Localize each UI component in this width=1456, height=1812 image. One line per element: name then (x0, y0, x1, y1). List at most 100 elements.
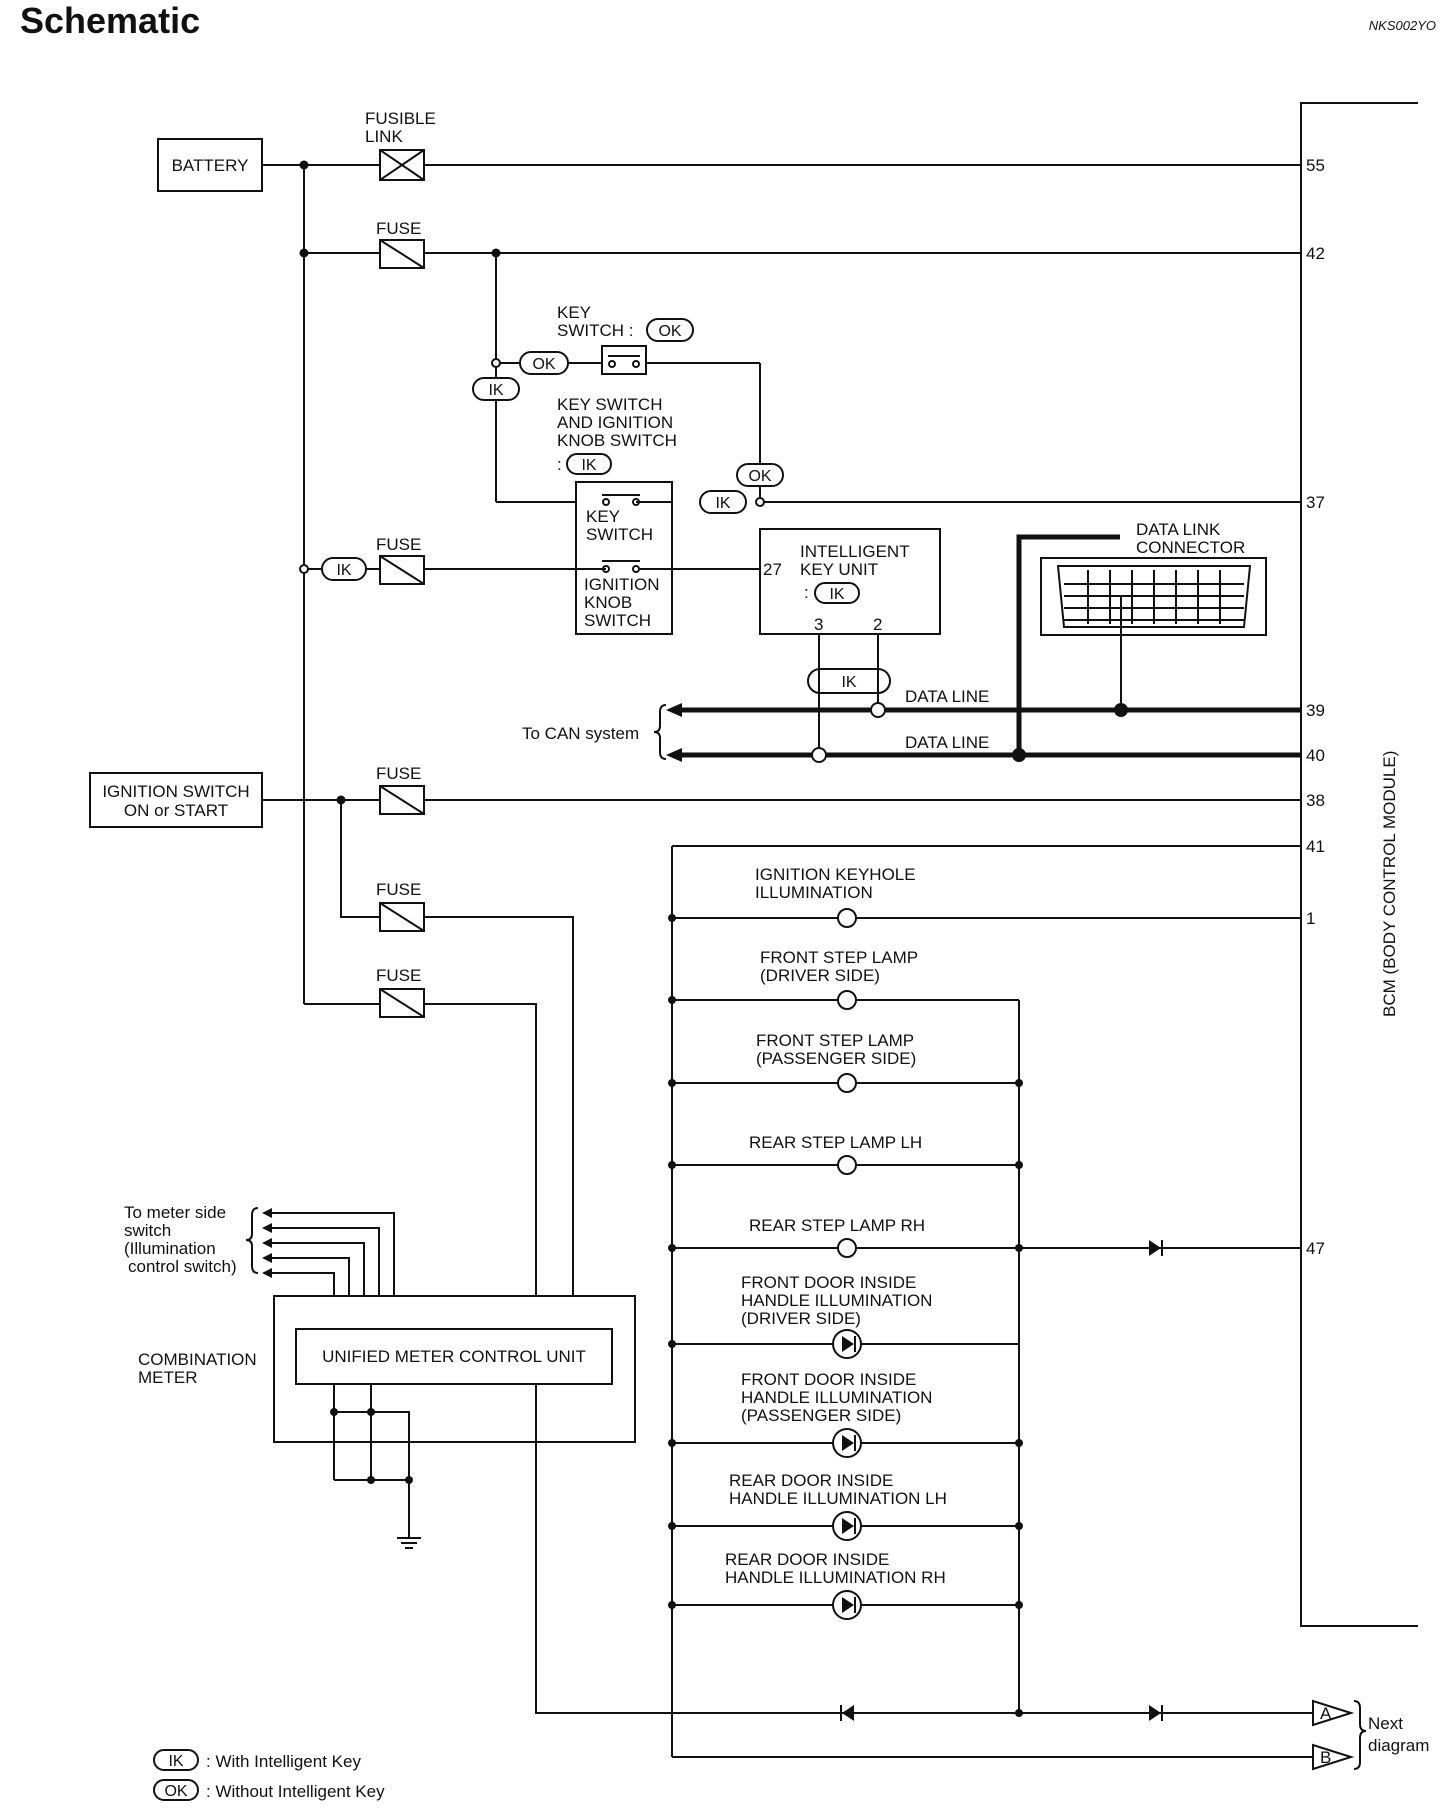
pin-3: 3 (814, 615, 823, 634)
svg-text:KEY: KEY (586, 507, 620, 526)
svg-text:SWITCH: SWITCH (586, 525, 653, 544)
pin-27: 27 (763, 560, 782, 579)
svg-text:OK: OK (164, 1783, 187, 1800)
bulb-icon (837, 1155, 857, 1175)
bulb-icon (837, 1073, 857, 1093)
svg-text:ON or START: ON or START (124, 801, 228, 820)
svg-text:IGNITION SWITCH: IGNITION SWITCH (102, 782, 249, 801)
svg-text:FUSE: FUSE (376, 535, 421, 554)
svg-text:SWITCH :: SWITCH : (557, 321, 634, 340)
bulb-icon (837, 990, 857, 1010)
svg-text:control switch): control switch) (128, 1257, 237, 1276)
svg-text:IGNITION KEYHOLE: IGNITION KEYHOLE (755, 865, 916, 884)
ik-tag (699, 490, 747, 514)
pin-38: 38 (1306, 791, 1325, 810)
svg-text:SWITCH: SWITCH (584, 611, 651, 630)
key-ignition-knob-switch (575, 481, 673, 635)
svg-text:REAR STEP LAMP LH: REAR STEP LAMP LH (749, 1133, 922, 1152)
bulb-icon (837, 908, 857, 928)
svg-text:KEY: KEY (557, 303, 591, 322)
svg-text:HANDLE ILLUMINATION: HANDLE ILLUMINATION (741, 1291, 932, 1310)
svg-text:OK: OK (658, 323, 681, 340)
svg-text:IK: IK (336, 562, 351, 579)
bcm-bracket: BCM (BODY CONTROL MODULE) (1300, 102, 1418, 1627)
pin-39: 39 (1306, 701, 1325, 720)
svg-text:HANDLE ILLUMINATION RH: HANDLE ILLUMINATION RH (725, 1568, 946, 1587)
svg-text:DATA LINK: DATA LINK (1136, 520, 1221, 539)
svg-text:FRONT DOOR INSIDE: FRONT DOOR INSIDE (741, 1370, 916, 1389)
data-line-label: DATA LINE (905, 733, 989, 752)
fuse-label: FUSE (376, 219, 421, 238)
data-line-circuit: DATA LINK CONNECTOR DATA LINE 39 (522, 520, 1325, 765)
svg-text:KNOB SWITCH: KNOB SWITCH (557, 431, 677, 450)
pin-37: 37 (1306, 493, 1325, 512)
legend: IK : With Intelligent Key OK : Without I… (153, 1749, 385, 1801)
diagram-code: NKS002YO (1368, 18, 1436, 33)
svg-text:KEY SWITCH: KEY SWITCH (557, 395, 662, 414)
svg-text:IK: IK (715, 495, 730, 512)
next-diagram-label: Next (1368, 1714, 1403, 1733)
svg-text:switch: switch (124, 1221, 171, 1240)
battery-label: BATTERY (172, 156, 249, 175)
svg-text:(Illumination: (Illumination (124, 1239, 216, 1258)
unified-meter-control-unit (295, 1328, 613, 1385)
svg-text:OK: OK (532, 356, 555, 373)
diode-icon (1149, 1240, 1161, 1256)
svg-text:IK: IK (581, 457, 596, 474)
svg-text:INTELLIGENT: INTELLIGENT (800, 542, 910, 561)
svg-text:To meter side: To meter side (124, 1203, 226, 1222)
svg-text:IK: IK (488, 382, 503, 399)
ik-tag (814, 582, 860, 604)
pin-47: 47 (1306, 1239, 1325, 1258)
ignition-switch-box (89, 772, 263, 828)
svg-text:(DRIVER SIDE): (DRIVER SIDE) (741, 1309, 861, 1328)
svg-text:REAR DOOR INSIDE: REAR DOOR INSIDE (725, 1550, 889, 1569)
svg-text:REAR STEP LAMP RH: REAR STEP LAMP RH (749, 1216, 925, 1235)
ignition-switch-circuit: IGNITION SWITCH ON or START FUSE 38 FUSE… (89, 764, 1325, 1714)
svg-text:REAR DOOR INSIDE: REAR DOOR INSIDE (729, 1471, 893, 1490)
svg-text:IGNITION: IGNITION (584, 575, 660, 594)
pin-40: 40 (1306, 746, 1325, 765)
svg-text:KNOB: KNOB (584, 593, 632, 612)
ik-tag (807, 668, 891, 694)
legend-ik-text: : With Intelligent Key (206, 1752, 361, 1771)
key-switch-circuit: OK OK 37 IK KEY SWITCH : OK KEY SWITCH A… (472, 253, 1325, 635)
connector-a (1312, 1699, 1355, 1727)
key-switch-ok (601, 345, 647, 375)
svg-text:CONNECTOR: CONNECTOR (1136, 538, 1245, 557)
ik-tag (472, 377, 520, 401)
svg-text:METER: METER (138, 1368, 198, 1387)
svg-text:FRONT STEP LAMP: FRONT STEP LAMP (760, 948, 918, 967)
svg-text:(DRIVER SIDE): (DRIVER SIDE) (760, 966, 880, 985)
svg-text::: : (557, 455, 562, 474)
svg-text:KEY UNIT: KEY UNIT (800, 560, 878, 579)
pin-55: 55 (1306, 156, 1325, 175)
svg-text::: : (804, 583, 809, 602)
combination-meter: To meter side switch (Illumination contr… (124, 1203, 636, 1713)
pin-42: 42 (1306, 244, 1325, 263)
svg-text:HANDLE ILLUMINATION LH: HANDLE ILLUMINATION LH (729, 1489, 947, 1508)
bulb-icon (837, 1238, 857, 1258)
svg-text:IK: IK (829, 586, 844, 603)
svg-text:FUSE: FUSE (376, 764, 421, 783)
intelligent-key-unit (759, 528, 941, 635)
legend-ok-tag (153, 1779, 199, 1801)
pin-41: 41 (1306, 837, 1325, 856)
svg-text:AND IGNITION: AND IGNITION (557, 413, 673, 432)
svg-text:FRONT DOOR INSIDE: FRONT DOOR INSIDE (741, 1273, 916, 1292)
svg-text:UNIFIED METER CONTROL UNIT: UNIFIED METER CONTROL UNIT (322, 1347, 586, 1366)
svg-text:IK: IK (841, 674, 856, 691)
svg-text:A: A (1320, 1704, 1332, 1723)
svg-text:(PASSENGER SIDE): (PASSENGER SIDE) (741, 1406, 901, 1425)
svg-text:IK: IK (168, 1753, 183, 1770)
connector-b (1312, 1743, 1355, 1771)
next-diagram-label: diagram (1368, 1736, 1429, 1755)
battery-box (157, 138, 263, 192)
fusible-link-label-1: FUSIBLE (365, 109, 436, 128)
page-title: Schematic (20, 0, 201, 41)
svg-text:HANDLE ILLUMINATION: HANDLE ILLUMINATION (741, 1388, 932, 1407)
data-line-label: DATA LINE (905, 687, 989, 706)
legend-ok-text: : Without Intelligent Key (206, 1782, 385, 1801)
illumination-circuit: 41 IGNITION KEYHOLE ILLUMINATION 1 FRONT… (668, 837, 1429, 1771)
